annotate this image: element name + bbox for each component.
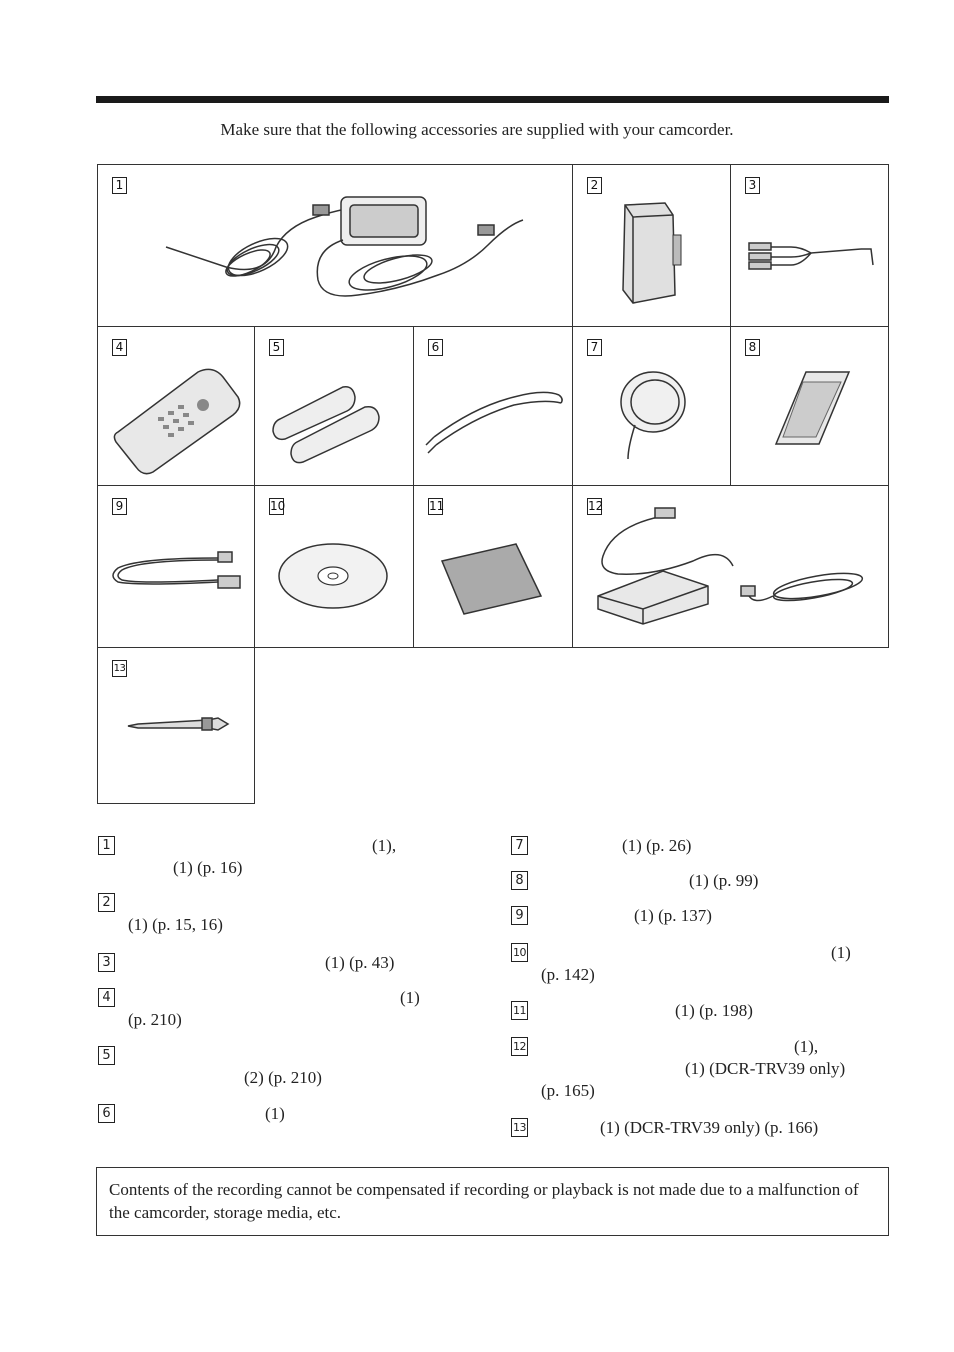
item-number: 6 bbox=[98, 1104, 115, 1123]
accessory-cell-3: 3 bbox=[730, 164, 889, 327]
item-number: 3 bbox=[745, 177, 760, 194]
item-number: 8 bbox=[511, 871, 528, 890]
item-number: 13 bbox=[112, 660, 127, 677]
item-number: 13 bbox=[511, 1118, 528, 1137]
usb-cable-icon bbox=[112, 551, 241, 589]
item-number: 9 bbox=[511, 906, 528, 925]
item-number: 9 bbox=[112, 498, 127, 515]
item-number: 3 bbox=[98, 953, 115, 972]
accessory-cell-8: 8 bbox=[730, 326, 889, 486]
item-number: 6 bbox=[428, 339, 443, 356]
item-number: 4 bbox=[112, 339, 127, 356]
item-number: 11 bbox=[428, 498, 445, 515]
item-number: 5 bbox=[98, 1046, 115, 1065]
accessory-cell-11: 11 bbox=[413, 485, 573, 648]
item-number: 7 bbox=[511, 836, 528, 855]
item-number: 4 bbox=[98, 988, 115, 1007]
item-number: 12 bbox=[587, 498, 604, 515]
accessory-cell-2: 2 bbox=[572, 164, 731, 327]
item-number: 2 bbox=[587, 177, 602, 194]
av-cable-icon bbox=[748, 242, 874, 270]
accessory-cell-1: 1 bbox=[97, 164, 573, 327]
accessory-cell-7: 7 bbox=[572, 326, 731, 486]
accessory-list-right: 7 (1) (p. 26) 8 (1) (p. 99) 9 (1) (p. 13… bbox=[511, 836, 851, 1137]
accessory-cell-13: 13 bbox=[97, 647, 255, 804]
shoulder-strap-icon bbox=[425, 391, 563, 454]
item-number: 2 bbox=[98, 893, 115, 912]
accessory-cell-10: 10 bbox=[254, 485, 414, 648]
cd-rom-icon bbox=[278, 543, 388, 609]
item-number: 8 bbox=[745, 339, 760, 356]
item-number: 7 bbox=[587, 339, 602, 356]
accessory-cell-4: 4 bbox=[97, 326, 255, 486]
cleaning-cloth-icon bbox=[440, 543, 543, 615]
accessory-cell-12: 12 bbox=[572, 485, 889, 648]
item-number: 1 bbox=[112, 177, 127, 194]
item-number: 5 bbox=[269, 339, 284, 356]
item-number: 10 bbox=[511, 943, 528, 962]
battery-pack-icon bbox=[622, 202, 682, 304]
header-rule bbox=[96, 96, 889, 103]
item-number: 12 bbox=[511, 1037, 528, 1056]
accessory-cell-9: 9 bbox=[97, 485, 255, 648]
warranty-note: Contents of the recording cannot be comp… bbox=[96, 1167, 889, 1236]
stylus-pen-icon bbox=[127, 717, 230, 731]
accessory-cell-6: 6 bbox=[413, 326, 573, 486]
item-number: 1 bbox=[98, 836, 115, 855]
remote-commander-icon bbox=[113, 368, 241, 475]
item-number: 10 bbox=[269, 498, 286, 515]
lens-cap-icon bbox=[620, 371, 686, 460]
intro-text: Make sure that the following accessories… bbox=[220, 120, 734, 139]
accessory-grid: 1 2 3 bbox=[97, 164, 889, 804]
item-number: 11 bbox=[511, 1001, 528, 1020]
memory-stick-icon bbox=[774, 371, 851, 445]
bluetooth-modem-adaptor-icon bbox=[597, 507, 864, 625]
accessory-list-left: 1 (1), (1) (p. 16) 2 (1) (p. 15, 16) 3 (… bbox=[98, 835, 438, 1135]
aa-batteries-icon bbox=[272, 385, 380, 464]
ac-adaptor-icon bbox=[165, 196, 524, 297]
accessory-cell-5: 5 bbox=[254, 326, 414, 486]
